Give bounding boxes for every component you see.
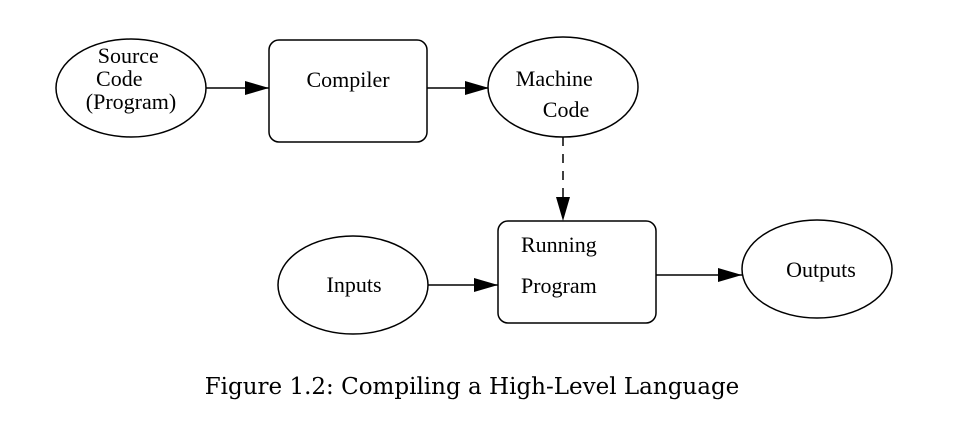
node-running-program: Running Program <box>497 220 657 324</box>
figure-caption: Figure 1.2: Compiling a High-Level Langu… <box>205 374 740 400</box>
node-inputs: Inputs <box>277 235 429 335</box>
svg-text:Compiler: Compiler <box>306 67 390 92</box>
svg-text:Outputs: Outputs <box>786 257 856 282</box>
svg-text:Inputs: Inputs <box>327 272 382 297</box>
node-source-code: Source Code (Program) <box>55 38 207 138</box>
diagram-edges <box>206 81 742 292</box>
svg-text:Machine Code: Machine Code <box>516 66 598 122</box>
svg-text:Source Code (Progr: Source Code (Program) <box>86 43 176 114</box>
node-outputs: Outputs <box>741 219 893 319</box>
svg-text:Running Program: Running Program <box>521 232 602 298</box>
node-compiler: Compiler <box>268 39 428 143</box>
node-machine-code: Machine Code <box>487 36 639 138</box>
